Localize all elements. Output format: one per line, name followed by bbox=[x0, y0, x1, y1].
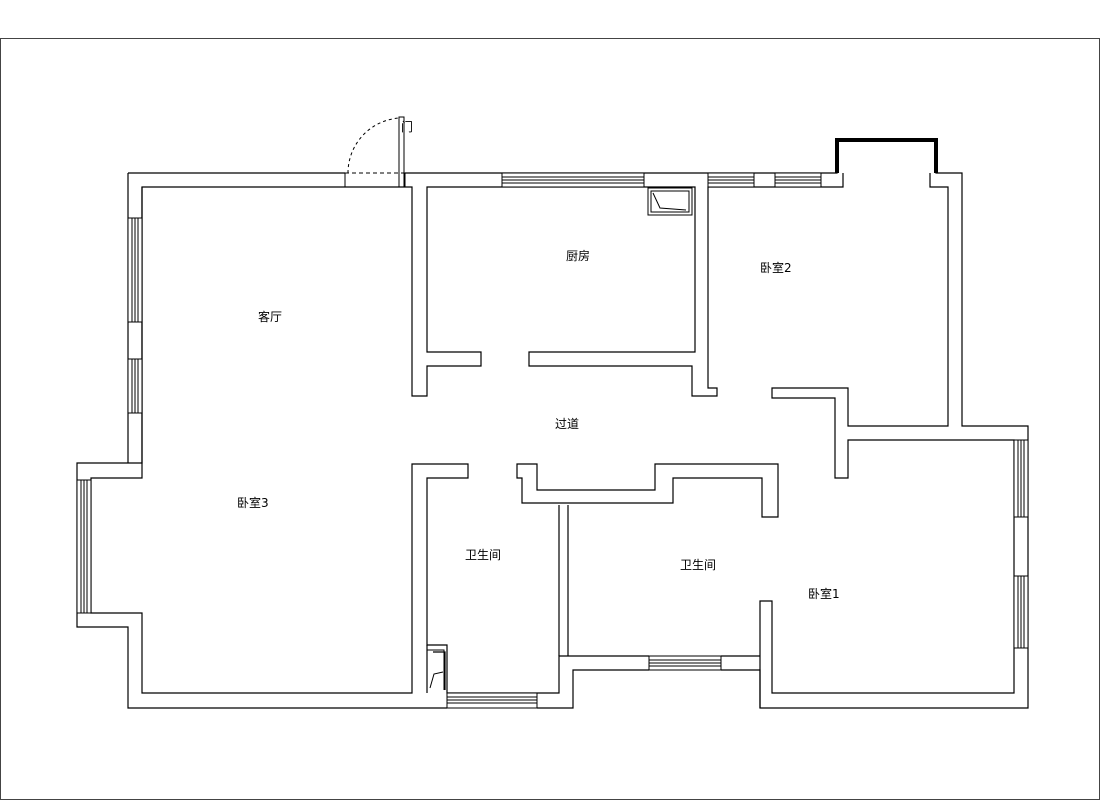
kitchen-fixture bbox=[647, 187, 693, 216]
outer-wall-outline bbox=[76, 139, 1029, 709]
window-living-b bbox=[127, 358, 143, 414]
window-bathroom-right bbox=[648, 655, 722, 671]
door-tag: 门 bbox=[401, 119, 413, 134]
label-kitchen: 厨房 bbox=[566, 248, 590, 263]
window-bedroom1-b bbox=[1013, 575, 1029, 649]
windows bbox=[76, 172, 1029, 709]
window-bedroom1-a bbox=[1013, 439, 1029, 518]
door-jambs bbox=[344, 173, 406, 187]
entry-door bbox=[344, 116, 406, 188]
left-inner-wall bbox=[90, 187, 760, 694]
bathroom-shaft bbox=[427, 649, 445, 690]
label-corridor: 过道 bbox=[555, 417, 579, 431]
label-bedroom3: 卧室3 bbox=[237, 495, 269, 510]
balcony-frame bbox=[835, 138, 938, 173]
window-bathroom-left bbox=[446, 692, 538, 709]
window-kitchen bbox=[501, 172, 645, 188]
door-leaf bbox=[398, 116, 405, 188]
label-bathroom-left: 卫生间 bbox=[465, 548, 501, 562]
walls bbox=[76, 139, 1029, 709]
left-outer-wall bbox=[76, 173, 761, 709]
label-bedroom2: 卧室2 bbox=[760, 260, 792, 275]
window-bedroom2-a bbox=[707, 172, 755, 188]
window-bedroom3 bbox=[76, 479, 92, 614]
room-labels: 客厅 厨房 卧室2 过道 卧室3 卫生间 卫生间 卧室1 bbox=[237, 248, 840, 601]
door-threshold bbox=[345, 172, 405, 188]
door-swing-arc bbox=[347, 117, 401, 174]
bathroom-wall bbox=[426, 505, 569, 693]
closet-wall bbox=[516, 463, 779, 518]
window-bedroom2-b bbox=[774, 172, 822, 188]
label-bathroom-right: 卫生间 bbox=[680, 558, 716, 572]
label-bedroom1: 卧室1 bbox=[808, 586, 840, 601]
label-living-room: 客厅 bbox=[258, 309, 282, 324]
window-living-a bbox=[127, 217, 143, 323]
